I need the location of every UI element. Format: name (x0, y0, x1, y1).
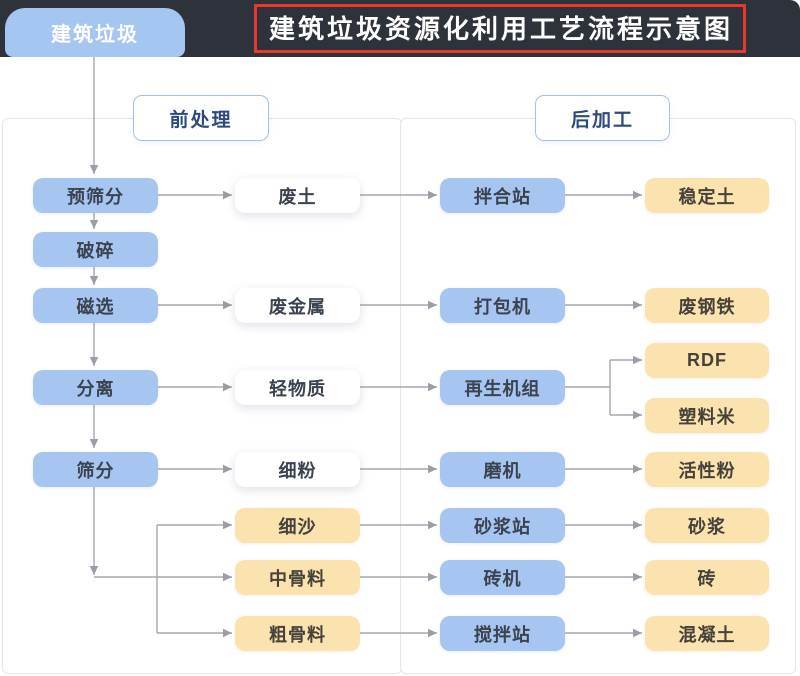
flow-node-medium-aggregate: 中骨料 (235, 560, 360, 595)
flow-node-recycling-unit: 再生机组 (440, 370, 565, 405)
title-wrap: 建筑垃圾资源化利用工艺流程示意图 (200, 0, 800, 57)
flow-node-active-powder: 活性粉 (645, 452, 769, 487)
source-tab-label: 建筑垃圾 (51, 24, 139, 46)
flow-node-pre-screening: 预筛分 (33, 178, 158, 213)
flow-node-baling-machine: 打包机 (440, 288, 565, 323)
flow-node-brick: 砖 (645, 560, 769, 595)
flow-node-light-materials: 轻物质 (235, 370, 360, 405)
flow-node-magnetic-separation: 磁选 (33, 288, 158, 323)
flow-node-fine-powder: 细粉 (235, 452, 360, 487)
flow-node-fine-sand: 细沙 (235, 508, 360, 543)
section-label-pre-processing: 前处理 (133, 95, 269, 141)
section-label-post-text: 后加工 (570, 109, 634, 131)
flow-node-rdf: RDF (645, 343, 769, 378)
flow-node-concrete-mix-plant: 搅拌站 (440, 616, 565, 651)
flow-node-mortar: 砂浆 (645, 508, 769, 543)
flow-node-brick-machine: 砖机 (440, 560, 565, 595)
section-label-pre-text: 前处理 (169, 109, 233, 131)
flow-node-scrap-steel: 废钢铁 (645, 288, 769, 323)
flow-node-mill: 磨机 (440, 452, 565, 487)
flow-node-crushing: 破碎 (33, 232, 158, 267)
flow-node-separation: 分离 (33, 370, 158, 405)
section-label-post-processing: 后加工 (535, 95, 670, 141)
flow-node-concrete: 混凝土 (645, 616, 769, 651)
flow-node-mortar-plant: 砂浆站 (440, 508, 565, 543)
flow-node-scrap-metal: 废金属 (235, 288, 360, 323)
flow-node-mixing-plant: 拌合站 (440, 178, 565, 213)
flow-node-stabilized-soil: 稳定土 (645, 178, 769, 213)
source-tab-building-waste: 建筑垃圾 (5, 8, 185, 57)
flow-node-coarse-aggregate: 粗骨料 (235, 616, 360, 651)
flow-node-waste-soil: 废土 (235, 178, 360, 213)
flow-node-plastic-pellets: 塑料米 (645, 398, 769, 433)
flow-node-screening: 筛分 (33, 452, 158, 487)
page-title: 建筑垃圾资源化利用工艺流程示意图 (253, 4, 746, 53)
